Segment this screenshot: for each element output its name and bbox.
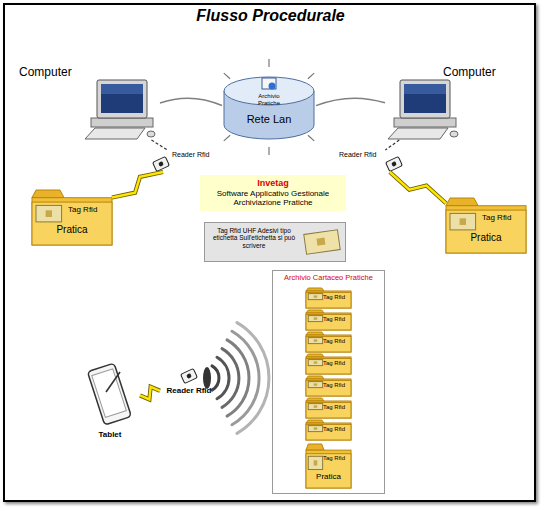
node-label: Computer: [443, 66, 523, 80]
node-label: Tag Rfid: [323, 360, 351, 367]
node-label: Tag Rfid: [323, 382, 351, 389]
node-label: Reader Rfid: [160, 386, 218, 395]
node-label: Tag Rfid: [323, 455, 351, 462]
file-folder: Tag RfidPratica: [306, 444, 351, 488]
node-label: Tag Rfid UHF Adesivi tipo etichetta Sull…: [208, 227, 300, 249]
bolt-fill: [112, 172, 163, 198]
antenna-emitter: [203, 367, 211, 389]
cable-line: [316, 98, 385, 105]
software-box: InvetagSoftware Applicativo Gestionale A…: [200, 175, 346, 211]
node-label: Archivio Cartaceo Pratiche: [273, 274, 384, 283]
wireless-link: [140, 387, 160, 400]
node-label: Reader Rfid: [172, 151, 220, 159]
radio-waves: [212, 323, 269, 434]
folder-icon: [32, 190, 112, 245]
rfid-reader-icon: [160, 368, 218, 400]
node-label: Tablet: [80, 430, 140, 439]
node-text: Pratica: [446, 232, 526, 244]
cable-line: [385, 140, 399, 150]
node-label: Tag Rfid: [323, 426, 351, 433]
diagram-title: Flusso Procedurale: [0, 7, 541, 25]
node-label: Archivio Pratiche: [249, 93, 289, 107]
rfid-reader: Reader Rfid: [150, 150, 220, 172]
node-text: Software Applicativo Gestionale Archivia…: [208, 189, 338, 207]
wireless-link: [112, 172, 163, 198]
tablet: Tablet: [80, 360, 140, 445]
folder-icon: [306, 444, 351, 488]
cable-line: [160, 98, 222, 105]
bolt-outline: [140, 387, 160, 400]
node-label: Tag Rfid: [323, 294, 351, 301]
file-folder: Tag Rfid: [306, 376, 351, 396]
node-label: Reader Rfid: [339, 151, 387, 159]
node-text: Rete Lan: [222, 113, 316, 126]
file-folder: Tag Rfid: [306, 398, 351, 418]
computer: Computer: [385, 60, 525, 140]
node-label: Tag Rfid: [68, 205, 112, 214]
network-cable: [316, 98, 385, 105]
wireless-link: [390, 172, 446, 203]
file-folder: Tag Rfid: [306, 288, 351, 308]
file-folder: Tag Rfid: [306, 420, 351, 440]
tag-info-box: Tag Rfid UHF Adesivi tipo etichetta Sull…: [204, 222, 346, 262]
paper-archive-box: Archivio Cartaceo PraticheTag RfidTag Rf…: [272, 270, 385, 494]
file-folder: Tag RfidPratica: [32, 190, 112, 245]
usb-cable: [385, 140, 399, 150]
node-label: Invetag: [200, 178, 346, 188]
file-folder: Tag Rfid: [306, 332, 351, 352]
cable-line: [151, 140, 167, 150]
node-label: Tag Rfid: [323, 316, 351, 323]
computer: Computer: [15, 60, 160, 140]
node-label: Tag Rfid: [482, 213, 526, 222]
usb-cable: [151, 140, 167, 150]
file-folder: Tag Rfid: [306, 310, 351, 330]
file-folder: Tag RfidPratica: [446, 198, 526, 253]
rfid-reader: Reader Rfid: [160, 368, 218, 400]
node-label: Computer: [19, 66, 89, 80]
bolt-fill: [140, 387, 160, 400]
bolt-outline: [390, 172, 446, 203]
node-text: Pratica: [32, 224, 112, 236]
node-label: Tag Rfid: [323, 404, 351, 411]
file-folder: Tag Rfid: [306, 354, 351, 374]
node-text: Pratica: [306, 472, 351, 481]
bolt-fill: [390, 172, 446, 203]
bolt-outline: [112, 172, 163, 198]
network-glow-rays: [224, 59, 314, 155]
database-cylinder: [222, 75, 316, 140]
network-cable: [160, 98, 222, 105]
folder-icon: [446, 198, 526, 253]
node-label: Tag Rfid: [323, 338, 351, 345]
rfid-reader: Reader Rfid: [335, 150, 405, 172]
lan-server: Archivio PraticheRete Lan: [222, 75, 316, 140]
